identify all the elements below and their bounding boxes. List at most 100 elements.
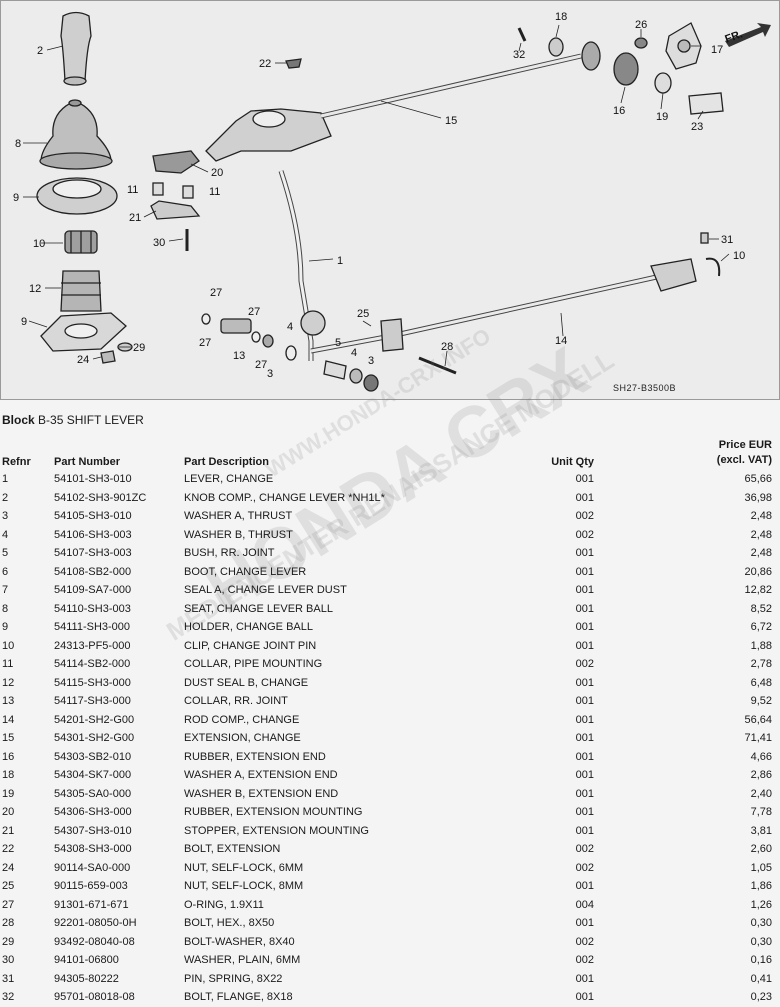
cell-refnr: 5 [2, 547, 9, 560]
cell-description: O-RING, 1.9X11 [184, 898, 264, 911]
cell-refnr: 13 [2, 695, 15, 708]
cell-price: 6,72 [750, 621, 772, 634]
cell-qty: 002 [575, 935, 594, 948]
cell-price: 2,60 [750, 843, 772, 856]
cell-refnr: 7 [2, 584, 9, 597]
cell-qty: 001 [575, 732, 594, 745]
cell-qty: 004 [575, 898, 594, 911]
cell-qty: 002 [575, 954, 594, 967]
callout-4b: 4 [351, 347, 358, 359]
callout-3a: 3 [267, 368, 274, 380]
cell-description: NUT, SELF-LOCK, 6MM [184, 861, 304, 874]
cell-qty: 002 [575, 861, 594, 874]
cell-qty: 001 [575, 880, 594, 893]
callout-11a: 11 [127, 184, 139, 196]
cell-refnr: 16 [2, 750, 15, 763]
callout-5: 5 [335, 337, 342, 349]
cell-part-number: 54114-SB2-000 [54, 658, 131, 671]
cell-price: 0,41 [750, 972, 772, 985]
cell-description: WASHER B, EXTENSION END [184, 787, 339, 800]
cell-refnr: 19 [2, 787, 15, 800]
cell-description: DUST SEAL B, CHANGE [184, 676, 309, 689]
callout-16: 16 [613, 105, 626, 117]
callout-12: 12 [29, 283, 42, 295]
cell-part-number: 24313-PF5-000 [54, 639, 131, 652]
cell-description: CLIP, CHANGE JOINT PIN [184, 639, 317, 652]
cell-price: 4,66 [750, 750, 772, 763]
cell-price: 1,86 [750, 880, 772, 893]
cell-price: 9,52 [750, 695, 772, 708]
cell-price: 2,48 [750, 528, 772, 541]
callout-4a: 4 [287, 321, 294, 333]
cell-qty: 001 [575, 824, 594, 837]
cell-description: NUT, SELF-LOCK, 8MM [184, 880, 304, 893]
cell-qty: 001 [575, 584, 594, 597]
cell-price: 8,52 [750, 602, 772, 615]
callout-23: 23 [691, 121, 704, 133]
header-refnr: Refnr [2, 456, 31, 468]
cell-description: SEAT, CHANGE LEVER BALL [184, 602, 333, 615]
cell-part-number: 54201-SH2-G00 [54, 713, 135, 726]
cell-description: RUBBER, EXTENSION MOUNTING [184, 806, 363, 819]
callout-1: 1 [337, 255, 344, 267]
cell-qty: 001 [575, 917, 594, 930]
callout-32: 32 [513, 49, 526, 61]
cell-refnr: 15 [2, 732, 15, 745]
cell-part-number: 94305-80222 [54, 972, 119, 985]
cell-price: 2,48 [750, 510, 772, 523]
cell-qty: 001 [575, 991, 594, 1004]
cell-qty: 001 [575, 972, 594, 985]
cell-description: WASHER, PLAIN, 6MM [184, 954, 301, 967]
cell-refnr: 12 [2, 676, 15, 689]
cell-price: 0,23 [750, 991, 772, 1004]
cell-price: 7,78 [750, 806, 772, 819]
cell-qty: 001 [575, 621, 594, 634]
cell-part-number: 94101-06800 [54, 954, 119, 967]
cell-price: 0,30 [750, 935, 772, 948]
header-price-line2: (excl. VAT) [716, 454, 772, 466]
cell-part-number: 54117-SH3-000 [54, 695, 131, 708]
cell-qty: 002 [575, 843, 594, 856]
cell-price: 1,26 [750, 898, 772, 911]
callout-7: 9 [13, 192, 20, 204]
cell-price: 2,86 [750, 769, 772, 782]
callout-28: 28 [441, 341, 454, 353]
callout-27a: 27 [210, 287, 223, 299]
cell-qty: 002 [575, 528, 594, 541]
cell-description: WASHER A, EXTENSION END [184, 769, 338, 782]
cell-qty: 001 [575, 713, 594, 726]
cell-part-number: 54107-SH3-003 [54, 547, 132, 560]
cell-part-number: 95701-08018-08 [54, 991, 135, 1004]
cell-description: BOLT-WASHER, 8X40 [184, 935, 295, 948]
drawing-code: SH27-B3500B [613, 383, 677, 393]
cell-price: 6,48 [750, 676, 772, 689]
cell-part-number: 54108-SB2-000 [54, 565, 132, 578]
table-header-row: Refnr Part Number Part Description Unit … [0, 434, 780, 470]
cell-qty: 001 [575, 695, 594, 708]
callout-26: 26 [635, 19, 648, 31]
cell-price: 0,30 [750, 917, 772, 930]
header-qty: Unit Qty [551, 456, 594, 468]
header-price: Price EUR (excl. VAT) [596, 434, 780, 470]
cell-refnr: 28 [2, 917, 15, 930]
cell-refnr: 32 [2, 991, 15, 1004]
cell-refnr: 31 [2, 972, 15, 985]
parts-table: Refnr Part Number Part Description Unit … [0, 434, 780, 1007]
cell-part-number: 90115-659-003 [54, 880, 128, 893]
callout-17: 17 [711, 44, 724, 56]
cell-qty: 001 [575, 547, 594, 560]
cell-part-number: 54102-SH3-901ZC [54, 491, 147, 504]
